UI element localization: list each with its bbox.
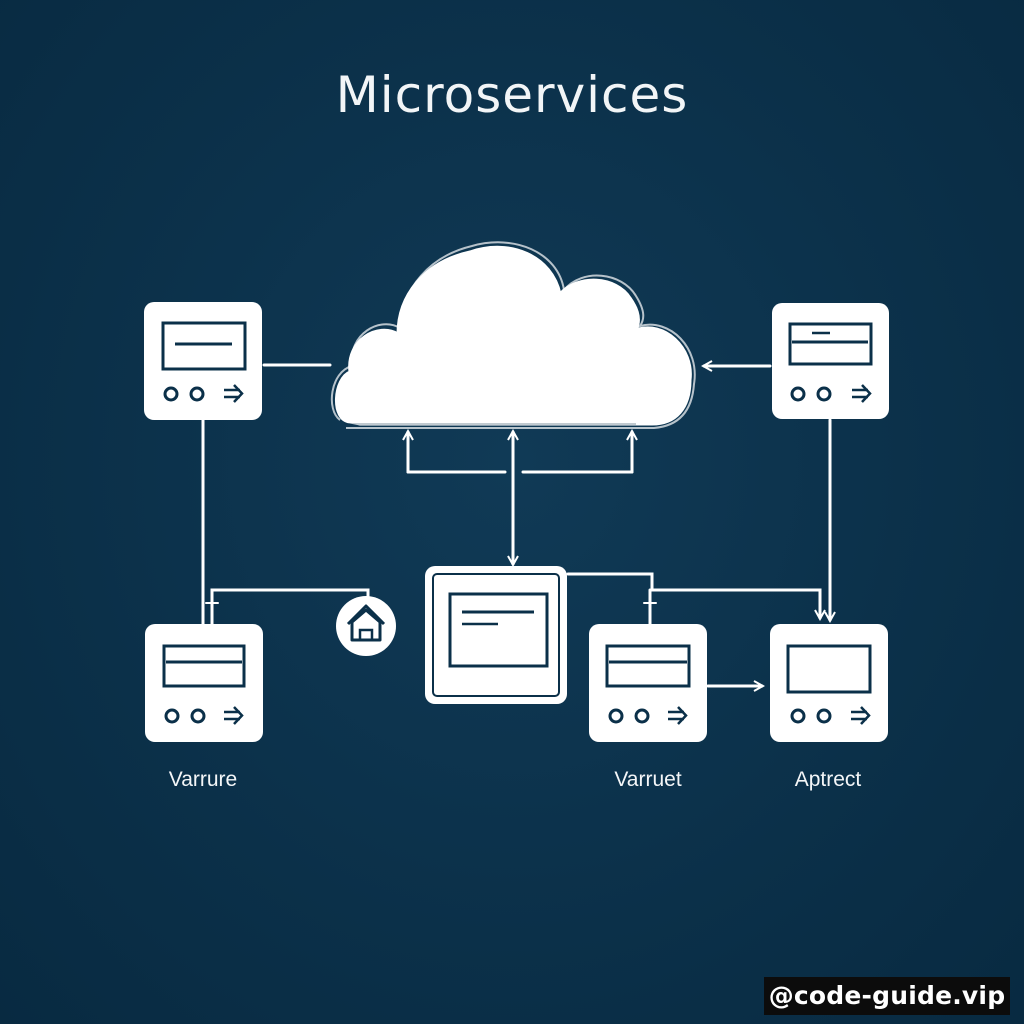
home-icon[interactable]	[336, 596, 396, 656]
server-bottom-mid[interactable]	[589, 624, 707, 742]
server-bottom-left[interactable]	[145, 624, 263, 742]
diagram-title: Microservices	[335, 66, 689, 124]
connectors	[201, 365, 830, 686]
cloud-icon	[331, 241, 696, 429]
server-top-right[interactable]	[772, 303, 889, 419]
connector-center-topright	[566, 572, 820, 618]
server-top-left[interactable]	[144, 302, 262, 420]
connector-left-home	[210, 588, 370, 626]
watermark: @code-guide.vip	[764, 977, 1010, 1015]
label-bottom-mid: Varruet	[614, 768, 682, 791]
server-center[interactable]	[425, 566, 567, 704]
label-bottom-right: Aptrect	[794, 768, 862, 791]
label-bottom-left: Varrure	[168, 768, 238, 791]
server-bottom-right[interactable]	[770, 624, 888, 742]
